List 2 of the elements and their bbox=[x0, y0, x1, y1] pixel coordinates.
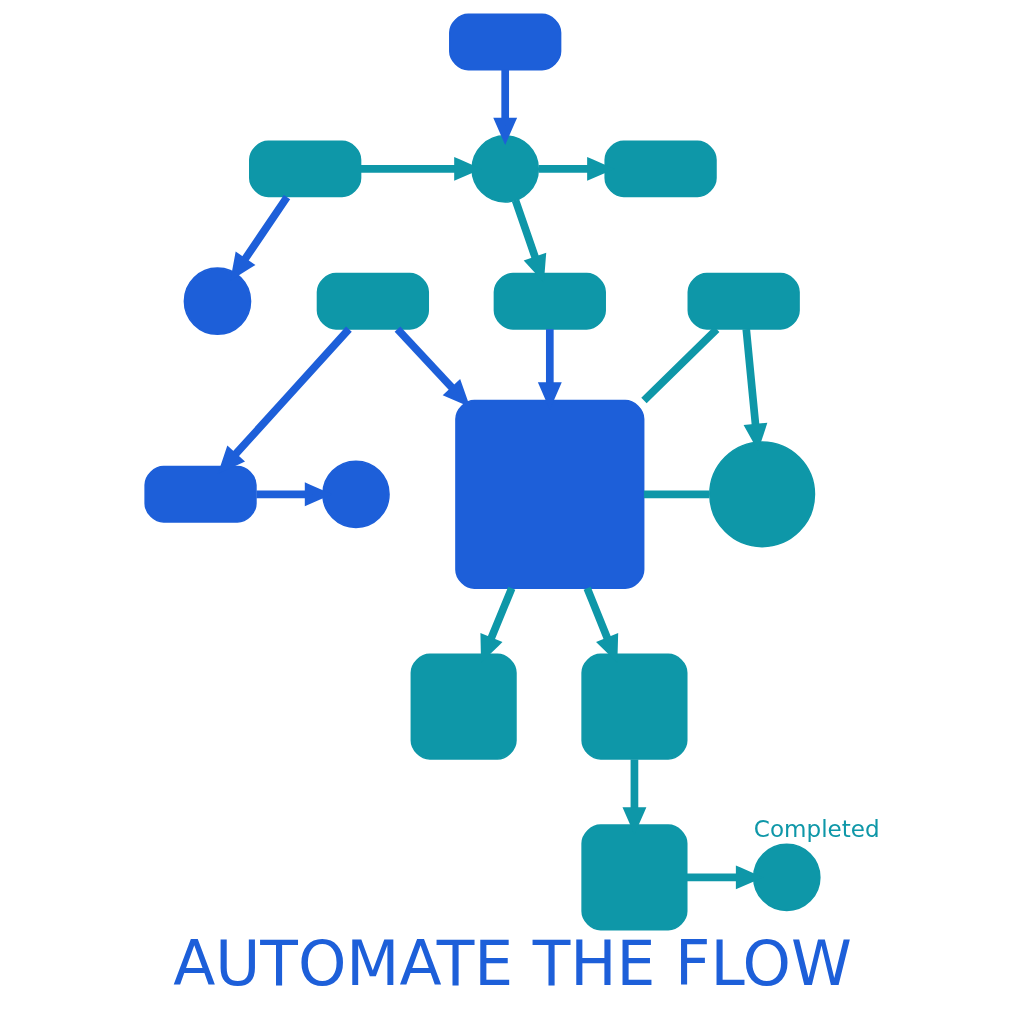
diagram-title: AUTOMATE THE FLOW bbox=[172, 928, 852, 1001]
node-label: Completed bbox=[753, 815, 880, 842]
